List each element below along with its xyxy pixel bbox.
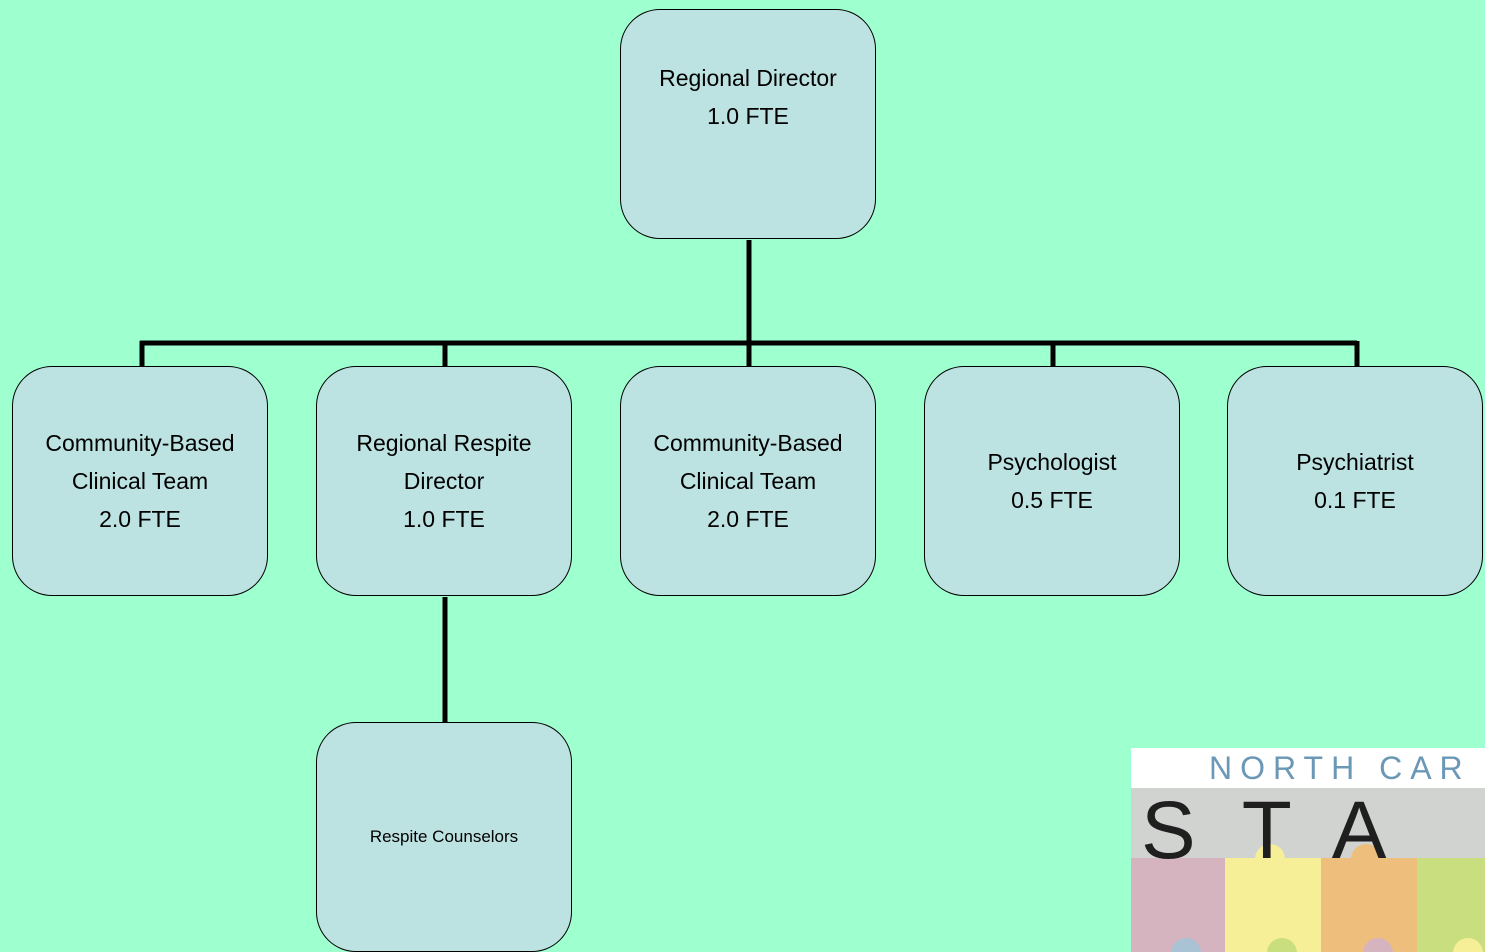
node-line: 0.1 FTE [1314, 487, 1396, 513]
node-psychiatrist-label: Psychiatrist 0.1 FTE [1296, 443, 1414, 519]
puzzle-knob [1267, 938, 1297, 952]
node-team-2-label: Community-Based Clinical Team 2.0 FTE [653, 424, 842, 538]
node-community-based-clinical-team-1: Community-Based Clinical Team 2.0 FTE [12, 366, 268, 596]
organization-logo: NORTH CAR STA [1131, 748, 1485, 952]
node-regional-director-label: Regional Director 1.0 FTE [659, 59, 837, 135]
node-team-1-label: Community-Based Clinical Team 2.0 FTE [45, 424, 234, 538]
node-line: Community-Based [653, 430, 843, 456]
puzzle-piece-pink [1131, 858, 1225, 952]
node-line: Psychiatrist [1296, 449, 1414, 475]
node-psychologist: Psychologist 0.5 FTE [924, 366, 1180, 596]
node-line: Clinical Team [679, 468, 817, 494]
puzzle-piece-green [1417, 858, 1485, 952]
puzzle-knob [1351, 844, 1381, 874]
logo-wordmark-band [1131, 788, 1485, 858]
node-line: Respite Counselors [369, 827, 519, 846]
node-regional-director: Regional Director 1.0 FTE [620, 9, 876, 239]
node-line: Clinical Team [71, 468, 209, 494]
node-line: 2.0 FTE [99, 506, 181, 532]
node-respite-counselors: Respite Counselors [316, 722, 572, 952]
puzzle-knob [1363, 938, 1393, 952]
node-line: 1.0 FTE [403, 506, 485, 532]
node-counselors-label: Respite Counselors [370, 825, 518, 849]
node-line: Director [403, 468, 485, 494]
node-line: Psychologist [987, 449, 1117, 475]
puzzle-knob [1453, 938, 1483, 952]
node-community-based-clinical-team-2: Community-Based Clinical Team 2.0 FTE [620, 366, 876, 596]
node-psychologist-label: Psychologist 0.5 FTE [987, 443, 1116, 519]
node-regional-respite-director: Regional Respite Director 1.0 FTE [316, 366, 572, 596]
node-line: 1.0 FTE [707, 102, 789, 129]
node-respite-director-label: Regional Respite Director 1.0 FTE [356, 424, 531, 538]
logo-brand-text: NORTH CAR [1209, 750, 1471, 786]
puzzle-knob [1255, 844, 1285, 874]
node-line: Regional Respite [356, 430, 532, 456]
node-line: Regional Director [659, 64, 837, 91]
logo-header-band [1131, 748, 1485, 788]
node-line: 2.0 FTE [707, 506, 789, 532]
node-line: Community-Based [45, 430, 235, 456]
puzzle-knob [1171, 938, 1201, 952]
node-line: 0.5 FTE [1011, 487, 1093, 513]
node-psychiatrist: Psychiatrist 0.1 FTE [1227, 366, 1483, 596]
logo-wordmark-text: STA [1141, 785, 1433, 876]
